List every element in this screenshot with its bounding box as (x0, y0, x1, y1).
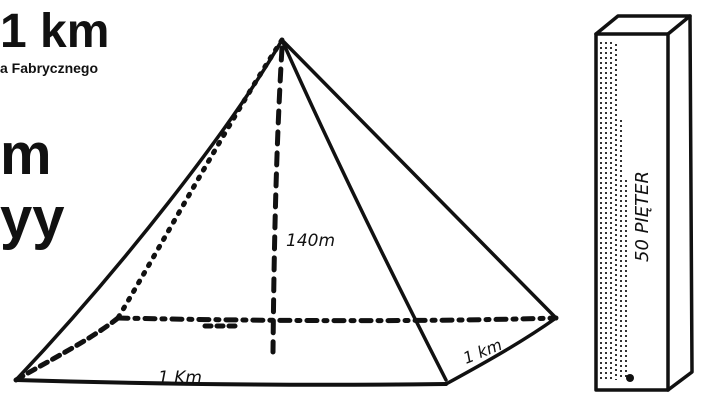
headline: 1 km (0, 5, 110, 58)
big-text-line-1: m (0, 122, 52, 187)
tower-drawing (594, 14, 694, 392)
tower-side-edge (666, 14, 694, 392)
tower-label: 50 PIĘTER (632, 171, 653, 262)
pyramid-base-side (444, 316, 558, 386)
pyramid-hidden-base-left (13, 315, 121, 383)
tower-windows (600, 42, 627, 382)
pyramid-left-edge (14, 38, 284, 382)
subheadline: a Fabrycznego (0, 60, 99, 76)
pyramid-height-line (270, 45, 285, 355)
tower-door-dot (626, 374, 634, 382)
height-label: 140m (286, 231, 335, 251)
tower-top-face (594, 14, 692, 36)
pyramid-hidden-base-back (115, 315, 559, 324)
big-text-line-2: yy (0, 186, 65, 251)
pyramid-back-right-edge (280, 38, 558, 320)
base-front-label: 1 Km (158, 368, 202, 388)
pyramid-hidden-back-edge (115, 37, 285, 321)
pyramid-right-edge (280, 38, 448, 382)
pyramid-base-front (14, 378, 448, 387)
pyramid-drawing (13, 37, 559, 387)
